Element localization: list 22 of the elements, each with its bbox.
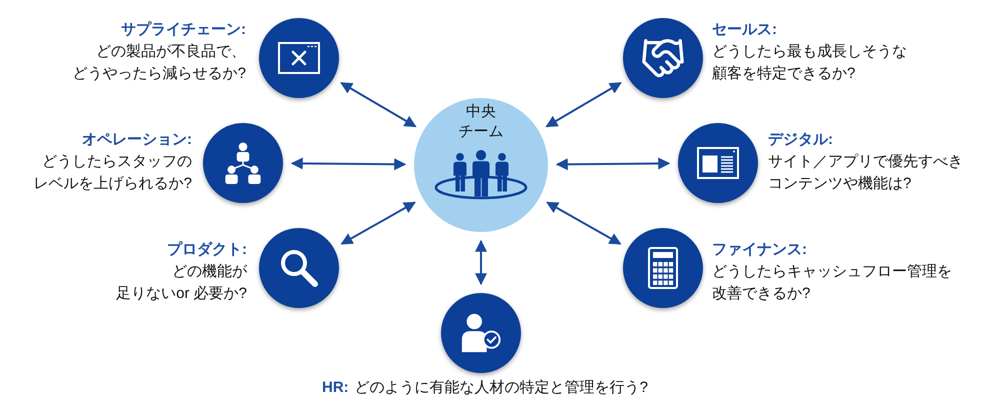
- question-text: どの製品が不良品で、どうやったら減らせるか?: [72, 42, 246, 84]
- department-title: プロダクト:: [166, 240, 247, 260]
- department-title: デジタル:: [768, 130, 834, 150]
- double-arrow: [340, 202, 416, 245]
- department-title: オペレーション:: [81, 130, 192, 150]
- department-title: サプライチェーン:: [120, 20, 246, 40]
- department-title: HR:: [322, 378, 349, 398]
- department-title: ファイナンス:: [712, 240, 808, 260]
- question-text: どのように有能な人材の特定と管理を行う?: [354, 378, 648, 398]
- double-arrow: [546, 202, 622, 245]
- question-text: どの機能が足りないor 必要か?: [116, 262, 247, 304]
- team-label: 中央チーム: [458, 102, 504, 142]
- question-text: どうしたら最も成長しそうな顧客を特定できるか?: [712, 42, 907, 84]
- question-text: どうしたらキャッシュフロー管理を改善できるか?: [712, 262, 952, 304]
- double-arrow: [290, 158, 406, 170]
- double-arrow: [340, 82, 417, 128]
- double-arrow: [556, 158, 670, 170]
- department-title: セールス:: [712, 20, 778, 40]
- question-text: サイト／アプリで優先すべきコンテンツや機能は?: [768, 152, 963, 194]
- question-text: どうしたらスタッフのレベルを上げられるか?: [34, 152, 192, 194]
- double-arrow: [545, 82, 622, 128]
- double-arrow: [475, 240, 487, 286]
